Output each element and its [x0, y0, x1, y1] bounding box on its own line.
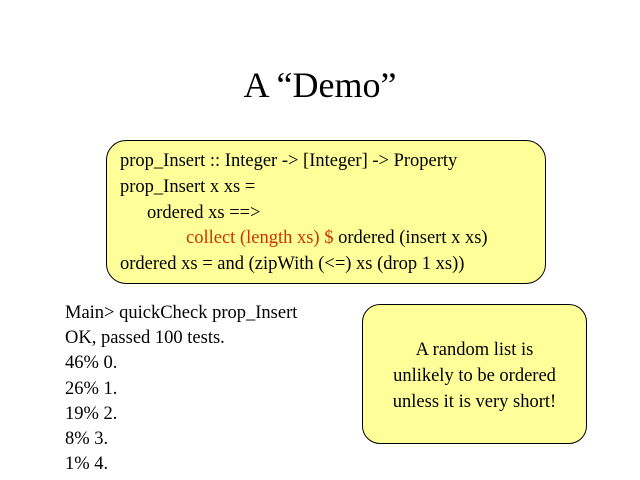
output-distribution-line: 8% 3. [65, 428, 109, 449]
note-callout: A random list is unlikely to be ordered … [362, 304, 587, 444]
code-line-precondition: ordered xs ==> [147, 203, 261, 223]
code-line-definition: prop_Insert x xs = [120, 177, 256, 197]
note-line: A random list is [415, 340, 534, 360]
output-distribution-line: 26% 1. [65, 378, 118, 399]
code-line-ordered-definition: ordered xs = and (zipWith (<=) xs (drop … [120, 254, 465, 274]
code-line-signature: prop_Insert :: Integer -> [Integer] -> P… [120, 151, 458, 171]
code-line-collect-rest: ordered (insert x xs) [333, 228, 488, 248]
output-command: Main> quickCheck prop_Insert [65, 303, 298, 323]
note-line: unlikely to be ordered [393, 366, 556, 386]
code-box: prop_Insert :: Integer -> [Integer] -> P… [106, 140, 546, 284]
output-distribution-line: 46% 0. [65, 353, 118, 374]
output-distribution-line: 19% 2. [65, 403, 118, 424]
quickcheck-output: Main> quickCheck prop_Insert OK, passed … [65, 301, 297, 477]
output-result: OK, passed 100 tests. [65, 328, 225, 349]
slide-title: A “Demo” [243, 65, 397, 105]
code-highlight-collect: collect (length xs) $ [186, 228, 334, 248]
code-line-collect: collect (length xs) $ ordered (insert x … [186, 227, 488, 249]
output-distribution-line: 1% 4. [65, 454, 109, 475]
note-line: unless it is very short! [392, 392, 557, 412]
